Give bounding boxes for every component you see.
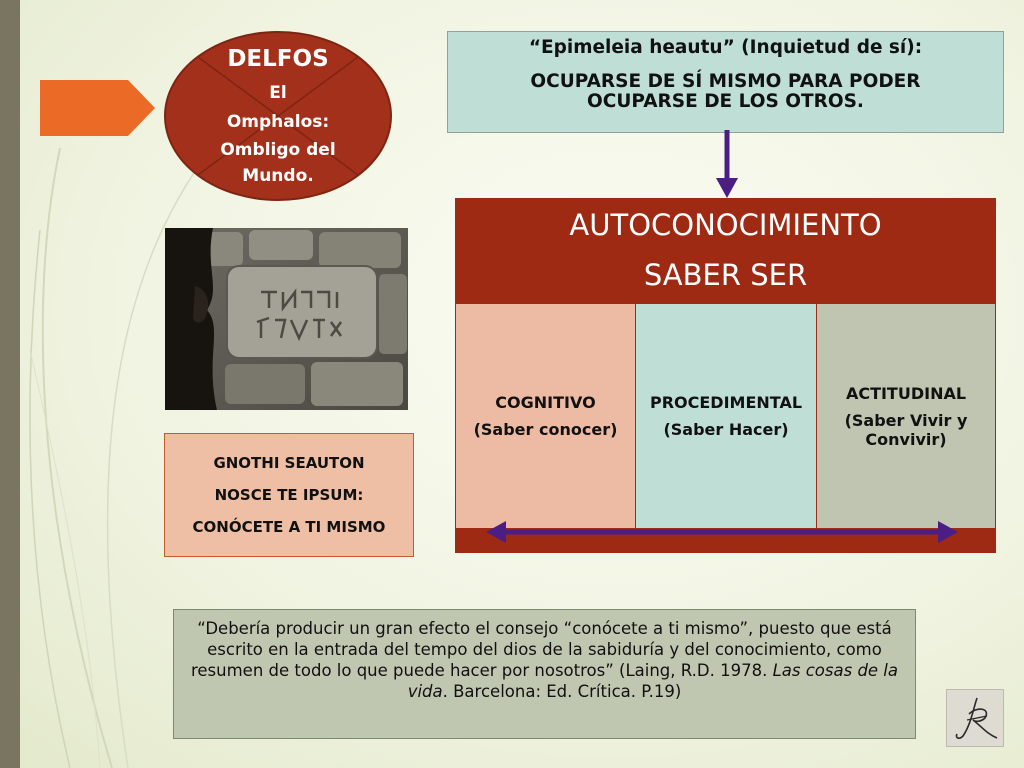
oval-line-3: Ombligo del	[220, 140, 336, 160]
down-arrow-icon	[716, 130, 738, 198]
oval-line-4: Mundo.	[242, 166, 314, 186]
column-heading: ACTITUDINAL	[845, 383, 967, 403]
quote-book-title: Las cosas de la vida	[407, 661, 899, 701]
oval-line-2: Omphalos:	[226, 112, 330, 132]
stone-wall-photo	[165, 228, 408, 410]
column-subtitle: (Saber conocer)	[473, 420, 618, 439]
column-subtitle: (Saber Vivir y Convivir)	[844, 410, 968, 449]
gnothi-line-3: CONÓCETE A TI MISMO	[192, 518, 386, 536]
epimeleia-line-1: OCUPARSE DE SÍ MISMO PARA PODER	[530, 71, 921, 92]
autoconocimiento-title: AUTOCONOCIMIENTO	[569, 208, 882, 242]
gnothi-line-1: GNOTHI SEAUTON	[213, 454, 365, 472]
epimeleia-line-2: OCUPARSE DE LOS OTROS.	[587, 91, 864, 112]
gnothi-seauton-box: GNOTHI SEAUTON NOSCE TE IPSUM: CONÓCETE …	[164, 433, 414, 557]
oval-title: DELFOS	[227, 46, 329, 72]
quote-box: “Debería producir un gran efecto el cons…	[173, 609, 916, 739]
oval-line-1: El	[269, 83, 287, 103]
side-strip	[0, 0, 20, 768]
column-heading: COGNITIVO	[495, 393, 596, 412]
signature-logo	[946, 689, 1004, 747]
quote-tail: . Barcelona: Ed. Crítica. P.19)	[442, 682, 682, 701]
delfos-oval	[164, 31, 392, 201]
column-subtitle: (Saber Hacer)	[663, 420, 789, 439]
double-arrow-icon	[486, 521, 958, 543]
gnothi-line-2: NOSCE TE IPSUM:	[214, 486, 364, 504]
quote-text: “Debería producir un gran efecto el cons…	[190, 619, 892, 680]
column-procedimental: PROCEDIMENTAL (Saber Hacer)	[636, 304, 816, 528]
epimeleia-box: “Epimeleia heautu” (Inquietud de sí): OC…	[447, 31, 1004, 133]
column-actitudinal: ACTITUDINAL (Saber Vivir y Convivir)	[817, 304, 995, 528]
epimeleia-body: OCUPARSE DE SÍ MISMO PARA PODER OCUPARSE…	[448, 72, 1003, 112]
orange-arrow-tab	[40, 80, 155, 136]
saber-ser-subtitle: SABER SER	[643, 258, 808, 292]
column-heading: PROCEDIMENTAL	[649, 393, 803, 412]
signature-logo-icon	[955, 697, 998, 739]
column-cognitivo: COGNITIVO (Saber conocer)	[456, 304, 635, 528]
epimeleia-title: “Epimeleia heautu” (Inquietud de sí):	[528, 37, 923, 58]
